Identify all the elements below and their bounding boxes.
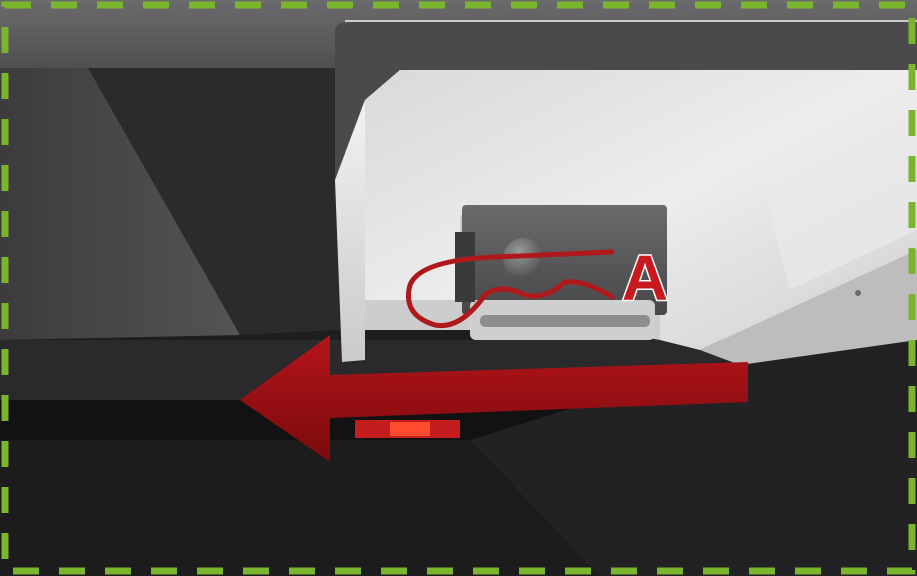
label-a: A — [622, 245, 668, 307]
arrow-glow-center — [390, 422, 430, 436]
label-a-badge: A — [620, 245, 669, 307]
mounting-block-slot — [480, 315, 650, 327]
bolt-hole — [855, 290, 861, 296]
mounting-block-base — [455, 232, 475, 302]
